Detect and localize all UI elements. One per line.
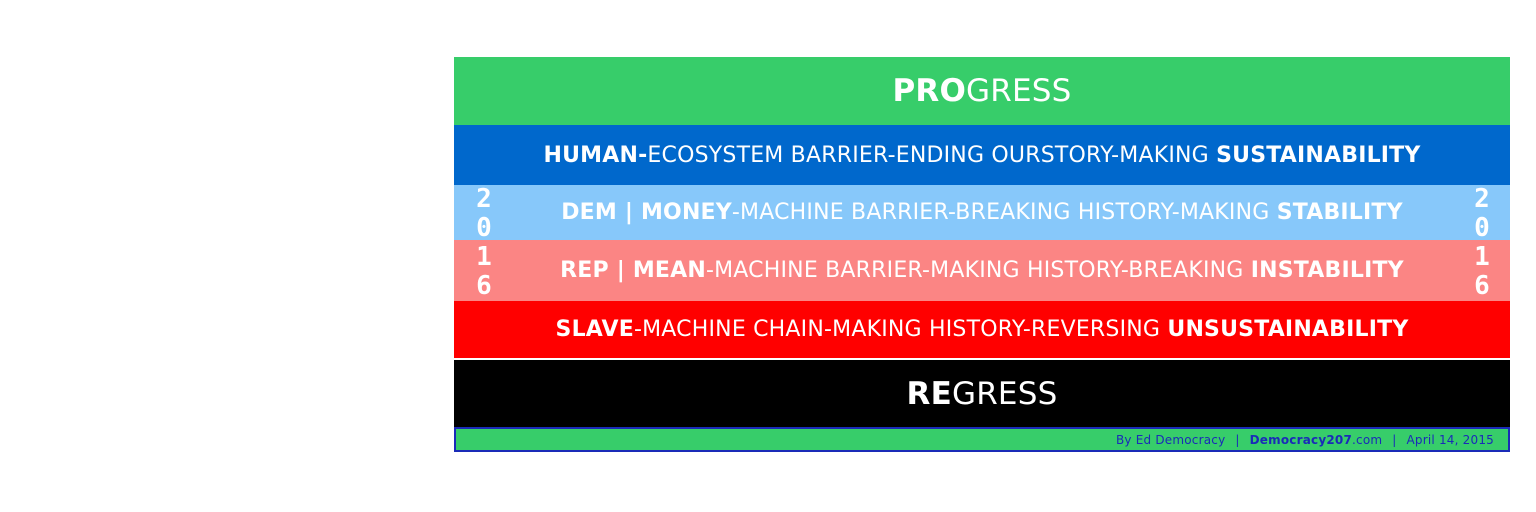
rep-middle: -MACHINE BARRIER-MAKING HISTORY-BREAKING (705, 258, 1251, 283)
footer-site-rest: .com (1352, 432, 1383, 447)
footer-author: By Ed Democracy (1115, 432, 1226, 447)
year-left-digit-1: 2 (476, 184, 492, 214)
footer-separator-1: | (1235, 432, 1240, 447)
year-left-digit-4: 6 (476, 271, 492, 301)
footer-date: April 14, 2015 (1406, 432, 1494, 447)
human-middle: ECOSYSTEM BARRIER-ENDING OURSTORY-MAKING (647, 142, 1217, 168)
year-right: 2 0 1 6 (1467, 185, 1497, 301)
human-bold-end: SUSTAINABILITY (1216, 142, 1421, 168)
slave-bold-end: UNSUSTAINABILITY (1167, 317, 1409, 342)
human-bold-start: HUMAN- (543, 142, 648, 168)
footer-credit: By Ed Democracy | Democracy207.com | Apr… (454, 427, 1510, 452)
slave-bold-start: SLAVE (555, 317, 634, 342)
regress-rest: GRESS (951, 375, 1058, 412)
rep-bold-start: REP | MEAN (560, 258, 706, 283)
slave-middle: -MACHINE CHAIN-MAKING HISTORY-REVERSING (633, 317, 1168, 342)
year-left: 2 0 1 6 (469, 185, 499, 301)
progress-bold: PRO (892, 73, 967, 109)
rep-band: REP | MEAN-MACHINE BARRIER-MAKING HISTOR… (454, 240, 1510, 301)
dem-bold-start: DEM | MONEY (561, 200, 732, 225)
footer-separator-2: | (1392, 432, 1397, 447)
dem-band: DEM | MONEY-MACHINE BARRIER-BREAKING HIS… (454, 185, 1510, 240)
year-right-digit-1: 2 (1474, 184, 1490, 214)
year-right-digit-2: 0 (1474, 213, 1490, 243)
year-section: DEM | MONEY-MACHINE BARRIER-BREAKING HIS… (454, 185, 1510, 301)
rep-bold-end: INSTABILITY (1250, 258, 1404, 283)
slave-band: SLAVE-MACHINE CHAIN-MAKING HISTORY-REVER… (454, 301, 1510, 358)
year-left-digit-3: 1 (476, 242, 492, 272)
regress-bold: RE (906, 375, 952, 412)
dem-middle: -MACHINE BARRIER-BREAKING HISTORY-MAKING (731, 200, 1277, 225)
year-right-digit-4: 6 (1474, 271, 1490, 301)
year-right-digit-3: 1 (1474, 242, 1490, 272)
year-left-digit-2: 0 (476, 213, 492, 243)
human-band: HUMAN-ECOSYSTEM BARRIER-ENDING OURSTORY-… (454, 125, 1510, 185)
footer-site-bold: Democracy207 (1249, 432, 1353, 447)
progress-rest: GRESS (966, 73, 1072, 109)
dem-bold-end: STABILITY (1276, 200, 1403, 225)
